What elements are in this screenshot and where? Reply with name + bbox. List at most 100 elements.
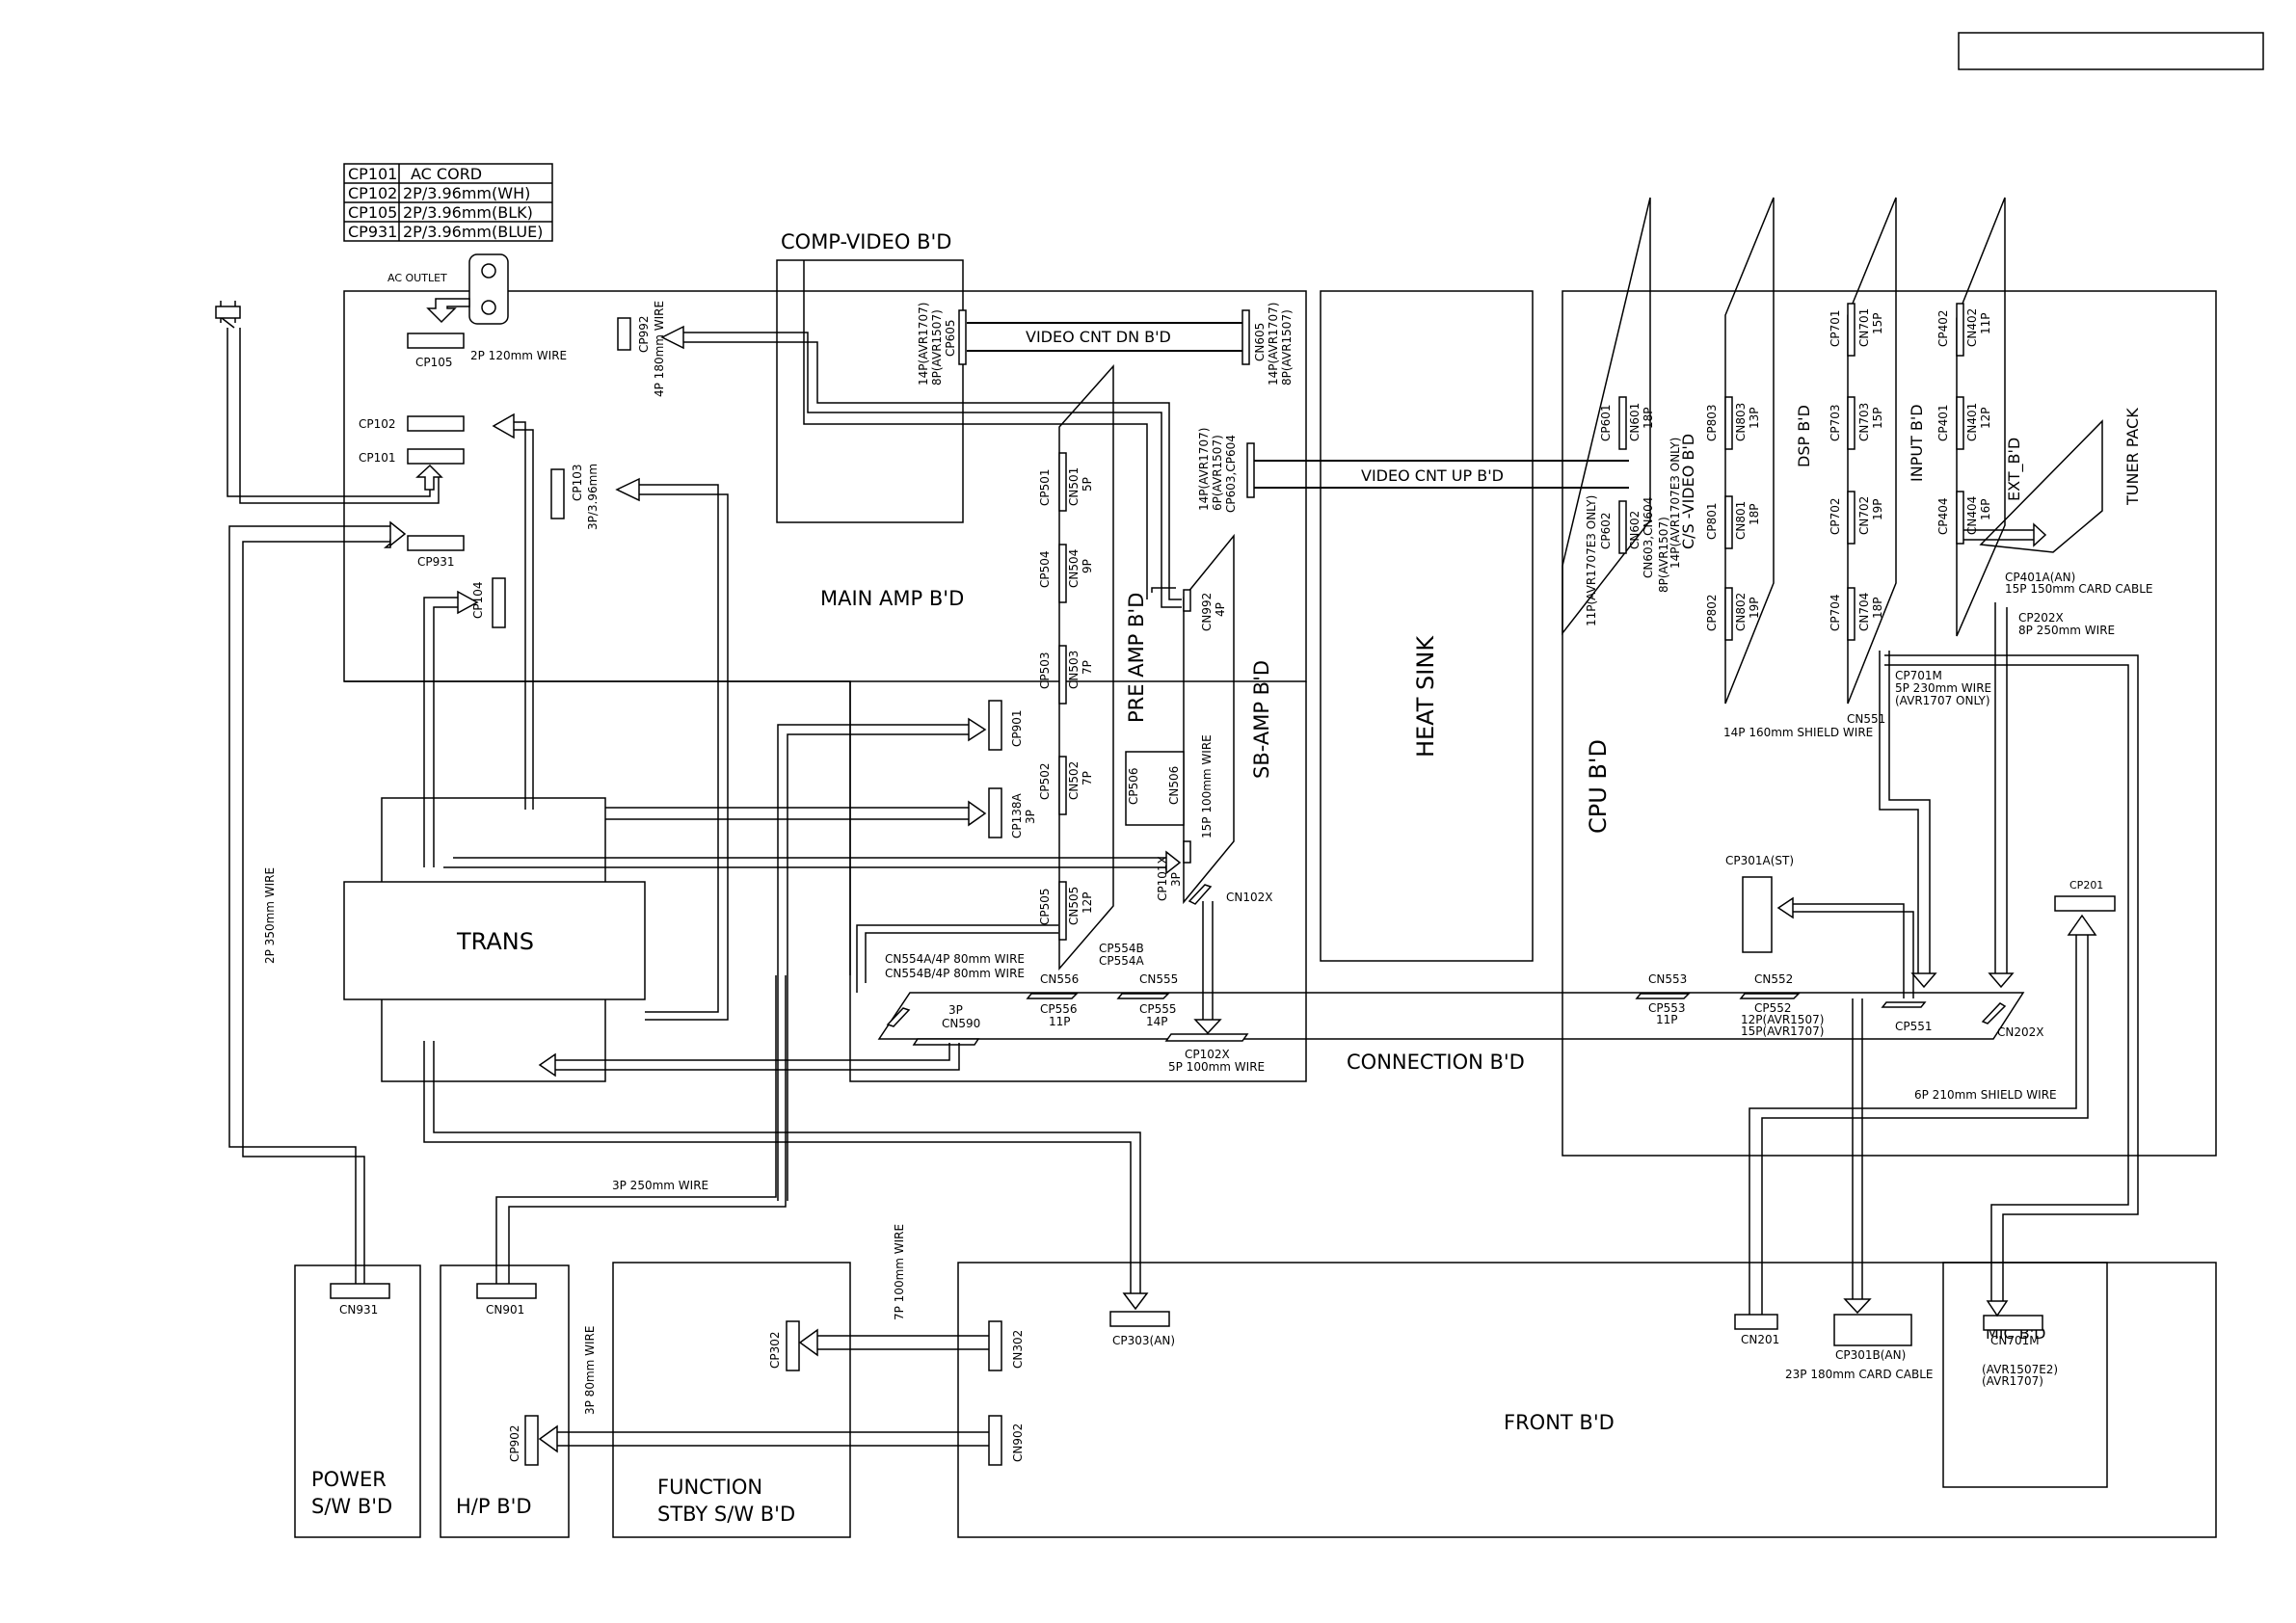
cp931-label: CP931 — [417, 555, 455, 569]
wire-8p-250-label: 8P 250mm WIRE — [2018, 624, 2115, 637]
wire-comp-pre — [803, 260, 1148, 599]
hp-title: H/P B'D — [456, 1495, 532, 1518]
wire-cn701m — [1884, 664, 2129, 1301]
cn902-connector — [988, 1415, 1002, 1466]
legend-id-0: CP101 — [348, 165, 397, 183]
cn802-label: CN802 — [1734, 593, 1748, 631]
cn701m-label: CN701M — [1990, 1334, 2040, 1347]
wire-main-outer — [344, 680, 851, 975]
main-amp-board-lower — [849, 681, 1307, 1082]
cp605-label-a: 14P(AVR1707) — [917, 303, 930, 386]
wire-7p-100-label: 7P 100mm WIRE — [893, 1224, 906, 1320]
wire-14p-160-label: 14P 160mm SHIELD WIRE — [1723, 726, 1873, 739]
wire-cn931 — [228, 525, 390, 1284]
cp504-label: CP504 — [1038, 550, 1052, 588]
cp105-connector — [407, 333, 465, 349]
cp104-label: CP104 — [471, 581, 485, 619]
cp506-label: CP506 — [1127, 767, 1140, 805]
cp605-label-b: 8P(AVR1507) — [930, 309, 944, 386]
cp555-connector — [1116, 993, 1170, 999]
cn803-p-label: 13P — [1748, 407, 1761, 429]
cp502-connector — [1058, 756, 1067, 815]
cn701m-connector — [1983, 1315, 2043, 1331]
cp138a-arrowhead — [968, 800, 987, 827]
cp931-arrowhead — [389, 520, 407, 547]
power-sw-board — [294, 1264, 421, 1538]
cn402-p-label: 11P — [1979, 312, 1992, 334]
wire-cp303 — [423, 1041, 1132, 1293]
ac-outlet-label: AC OUTLET — [387, 272, 447, 284]
cp302-connector — [786, 1320, 800, 1371]
cp102x-label: CP102X — [1185, 1048, 1230, 1061]
wire-4p-180-label: 4P 180mm WIRE — [653, 301, 666, 397]
cp701-connector — [1847, 303, 1855, 357]
cs-label-c: 11P(AVR1707E3 ONLY) — [1585, 495, 1598, 626]
cs-video-board — [1562, 197, 1651, 636]
cn502-p-label: 7P — [1081, 771, 1094, 785]
cn503-label: CN503 — [1067, 651, 1081, 689]
cp101-label: CP101 — [359, 451, 396, 465]
wire-2p-120-label: 2P 120mm WIRE — [470, 349, 567, 362]
cn102x-connector — [1188, 884, 1213, 905]
cp702-label: CP702 — [1829, 497, 1842, 535]
cp102-label: CP102 — [359, 417, 396, 431]
cn902-label: CN902 — [1011, 1423, 1025, 1462]
wire-3p-250-label: 3P 250mm WIRE — [612, 1179, 708, 1192]
cn201-connector — [1734, 1314, 1778, 1330]
cp802-connector — [1724, 587, 1733, 641]
cp701-label: CP701 — [1829, 309, 1842, 347]
cn501-label: CN501 — [1067, 467, 1081, 506]
cp104-arrowhead — [457, 590, 479, 615]
cn556-label: CN556 — [1040, 972, 1079, 986]
cn553-label: CN553 — [1648, 972, 1687, 986]
cp102x-arrowhead — [1193, 1019, 1222, 1035]
cp555-label: CP555 — [1139, 1002, 1177, 1016]
cp138a-p-label: 3P — [1024, 810, 1037, 824]
function-board — [612, 1262, 851, 1538]
cp552-label: CP552 — [1754, 1001, 1792, 1015]
input-title: INPUT B'D — [1908, 404, 1926, 482]
ac-outlet-icon — [468, 253, 509, 325]
cp803-connector — [1724, 396, 1733, 450]
cp101-connector — [407, 448, 465, 465]
cp554b-label: CP554B — [1099, 942, 1144, 955]
cp202x-label: CP202X — [2018, 611, 2064, 625]
cp803-label: CP803 — [1705, 404, 1719, 441]
cn590-label: CN590 — [942, 1017, 980, 1030]
cp404-label: CP404 — [1936, 497, 1950, 535]
cn702-p-label: 19P — [1871, 498, 1884, 520]
ext-title: EXT_B'D — [2005, 438, 2024, 501]
cn992-connector — [1183, 589, 1191, 612]
cp602-label: CP602 — [1599, 512, 1613, 549]
cp601-connector — [1618, 396, 1627, 450]
wire-sb-top — [1151, 587, 1176, 593]
cn504-p-label: 9P — [1081, 559, 1094, 573]
cable-15p-150-label: 15P 150mm CARD CABLE — [2005, 582, 2153, 596]
cp555-p-label: 14P — [1146, 1015, 1168, 1028]
wire-cn554-b — [856, 924, 1058, 993]
dsp-title: DSP B'D — [1795, 405, 1813, 467]
cn703-label: CN703 — [1857, 403, 1871, 441]
cn552-label: CN552 — [1754, 972, 1793, 986]
connection-title: CONNECTION B'D — [1347, 1051, 1525, 1074]
wire-2p-350-label: 2P 350mm WIRE — [263, 867, 277, 964]
page-number-box — [1958, 32, 2264, 70]
wire-cp303-b — [433, 1041, 1141, 1293]
cp503-connector — [1058, 645, 1067, 705]
cn202x-label: CN202X — [1997, 1025, 2043, 1039]
tuner-arrowhead — [2033, 522, 2047, 547]
cp901-label: CP901 — [1010, 709, 1024, 747]
cn506-label: CN506 — [1167, 766, 1181, 805]
wire-cn901 — [495, 975, 777, 1284]
cp401a-label: CP401A(AN) — [2005, 571, 2075, 584]
cp901-connector — [988, 700, 1002, 751]
legend-id-1: CP102 — [348, 184, 397, 202]
trans-frame — [381, 797, 606, 882]
cp402-label: CP402 — [1936, 309, 1950, 347]
trans-frame-lower — [381, 999, 606, 1082]
cn605-label-a: 14P(AVR1707) — [1267, 303, 1280, 386]
cp601-label: CP601 — [1599, 404, 1613, 441]
cp604-label-b: 6P(AVR1507) — [1211, 435, 1224, 511]
cp103-spec-label: 3P/3.96mm — [586, 464, 600, 530]
